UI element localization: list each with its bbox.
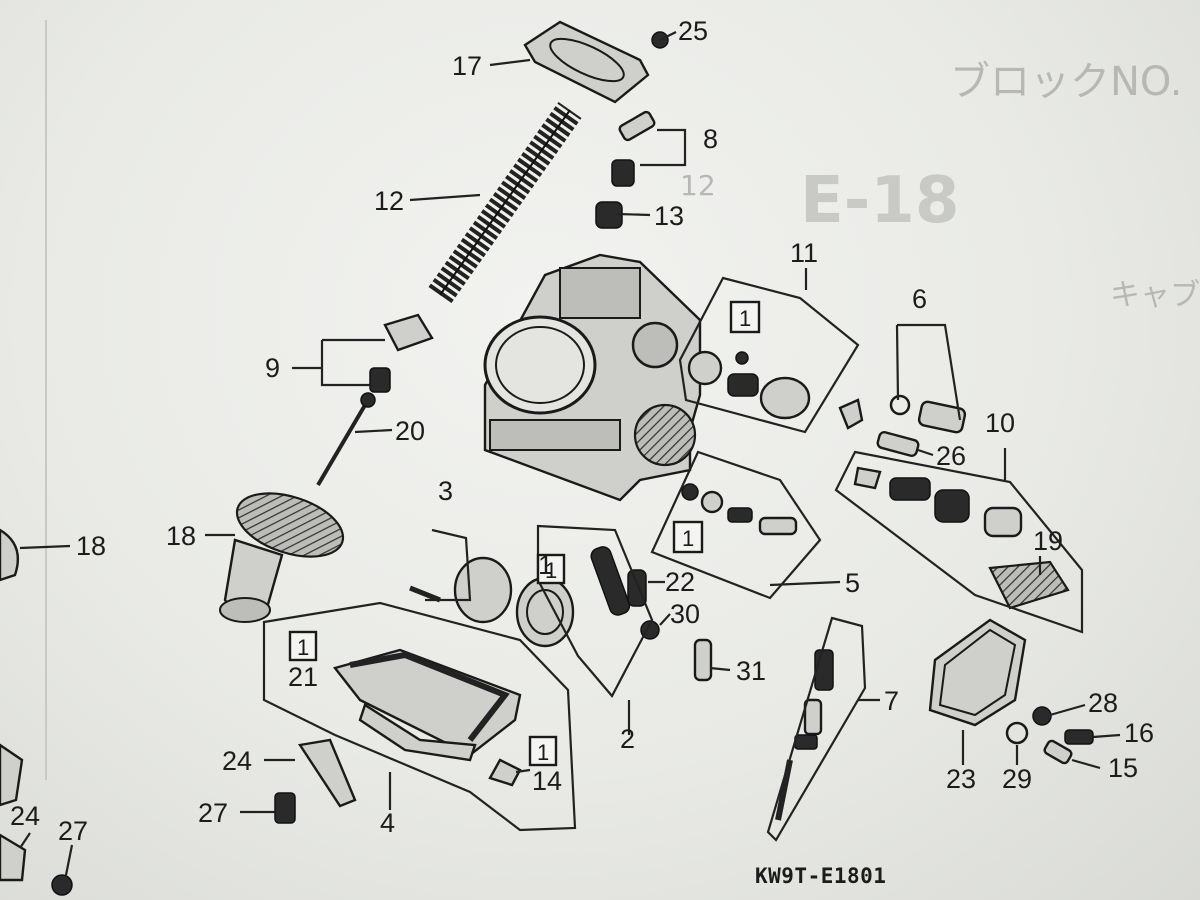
callout-6: 6 xyxy=(912,284,927,314)
callout-21: 21 xyxy=(288,662,318,692)
group-box-5 xyxy=(650,450,822,600)
callout-12: 12 xyxy=(374,186,404,216)
callout-16: 16 xyxy=(1124,718,1154,748)
callout-23: 23 xyxy=(946,764,976,794)
callout-24: 24 xyxy=(222,746,252,776)
callout-27: 27 xyxy=(198,798,228,828)
callout-14: 14 xyxy=(532,766,562,796)
group-box-10 xyxy=(834,450,1084,634)
svg-text:1: 1 xyxy=(297,635,309,660)
callout-17: 17 xyxy=(452,51,482,81)
qty-badge-11: 1 xyxy=(729,300,761,334)
callout-4: 4 xyxy=(380,808,395,838)
group-box-7 xyxy=(766,616,867,842)
callout-29: 29 xyxy=(1002,764,1032,794)
leader-lines xyxy=(19,31,1121,876)
svg-text:1: 1 xyxy=(545,558,557,583)
callout-13: 13 xyxy=(654,201,684,231)
svg-text:1: 1 xyxy=(537,740,549,765)
bracket-parts xyxy=(928,618,1094,765)
bracket-6 xyxy=(897,323,962,421)
accelerator-pump-parts xyxy=(775,649,834,821)
qty-badge-21: 1 xyxy=(288,630,318,662)
bracket-6-left xyxy=(895,324,900,401)
callout-2: 2 xyxy=(620,724,635,754)
callouts: 25 17 8 12 13 11 6 9 20 10 26 18 18 3 19… xyxy=(10,16,1154,846)
bracket-8 xyxy=(640,128,687,167)
callout-30: 30 xyxy=(670,599,700,629)
callout-15: 15 xyxy=(1108,753,1138,783)
qty-badge-14: 1 xyxy=(528,735,558,767)
partial-left-parts xyxy=(0,528,73,896)
qty-badge-5: 1 xyxy=(672,520,704,554)
qty-badge-2: 1 xyxy=(536,553,566,585)
callout-25: 25 xyxy=(678,16,708,46)
air-cutoff-parts xyxy=(853,394,1070,610)
callout-3: 3 xyxy=(438,476,453,506)
svg-text:1: 1 xyxy=(682,526,694,551)
bracket-3 xyxy=(425,528,472,602)
callout-20: 20 xyxy=(395,416,425,446)
group-box-11 xyxy=(678,276,860,434)
callout-28: 28 xyxy=(1088,688,1118,718)
bracket-3-gasket xyxy=(409,585,441,603)
callout-10: 10 xyxy=(985,408,1015,438)
figure-code: KW9T-E1801 xyxy=(755,864,886,888)
carburetor-body xyxy=(483,253,702,502)
callout-24-left: 24 xyxy=(10,801,40,831)
callout-27-left: 27 xyxy=(58,816,88,846)
page-code: E-18 xyxy=(800,164,959,238)
top-cover xyxy=(523,20,650,104)
callout-31: 31 xyxy=(736,656,766,686)
funnel xyxy=(219,492,345,623)
needle-parts xyxy=(316,313,434,487)
callout-19: 19 xyxy=(1033,526,1063,556)
jet-parts xyxy=(681,350,864,536)
bracket-9-lower xyxy=(320,340,372,387)
callout-1: 1 xyxy=(538,550,553,580)
spring xyxy=(428,101,582,304)
header-fragment: ブロックNO. xyxy=(950,59,1183,105)
callout-8: 8 xyxy=(703,124,718,154)
group-box-4 xyxy=(262,601,577,832)
misc-small-parts xyxy=(274,546,713,824)
small-screws-top xyxy=(595,31,669,229)
callout-9: 9 xyxy=(265,353,280,383)
callout-22: 22 xyxy=(665,567,695,597)
callout-7: 7 xyxy=(884,686,899,716)
callout-11: 11 xyxy=(790,238,818,268)
callout-5: 5 xyxy=(845,568,860,598)
callout-18-left: 18 xyxy=(76,531,106,561)
float-bowl xyxy=(332,648,522,762)
ghost-number: 12 xyxy=(680,169,716,202)
subtitle-fragment: キャブレター(ASSY) xyxy=(1110,278,1200,313)
svg-text:1: 1 xyxy=(739,306,751,331)
callout-18: 18 xyxy=(166,521,196,551)
callout-26: 26 xyxy=(936,441,966,471)
